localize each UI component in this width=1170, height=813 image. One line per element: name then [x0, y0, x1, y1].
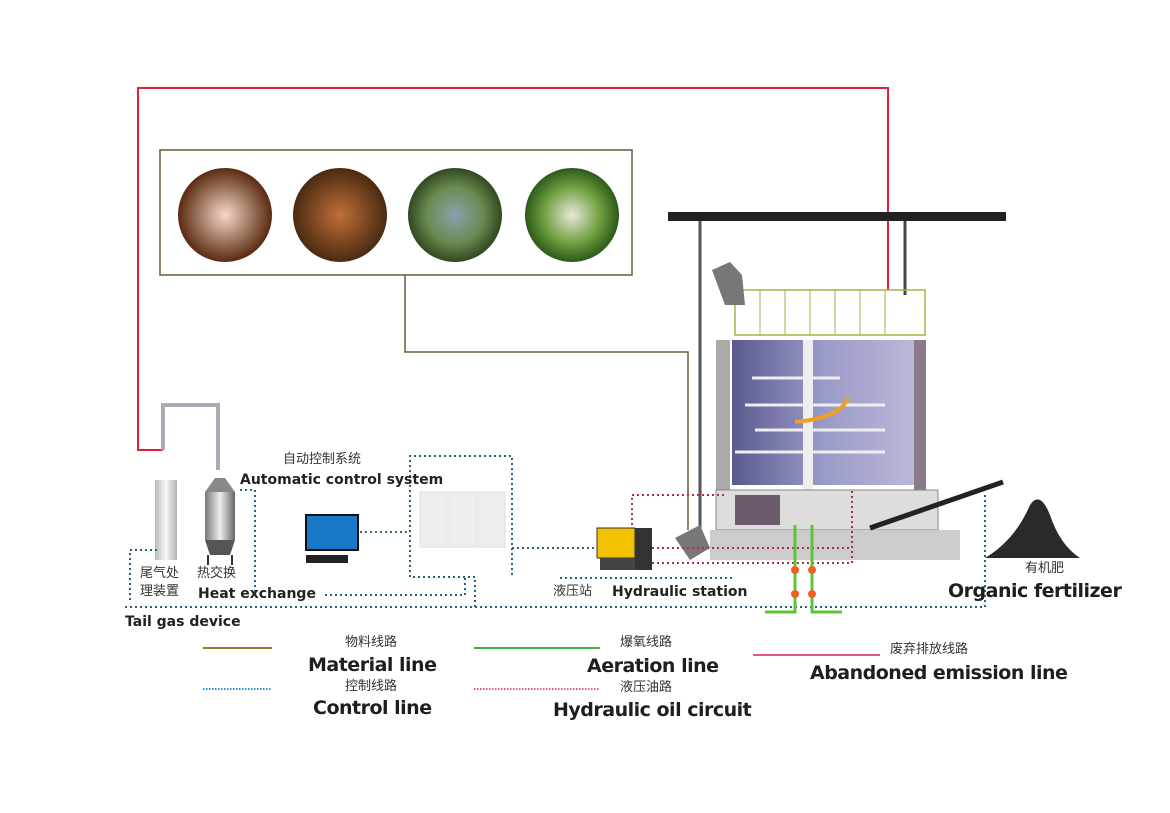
tail-gas-tower — [155, 403, 220, 560]
heat-exchange-label-en: Heat exchange — [198, 586, 316, 602]
heat-exchanger — [205, 478, 235, 565]
legend-material-cn: 物料线路 — [345, 635, 398, 650]
legend-emission-cn: 废弃排放线路 — [890, 642, 969, 657]
organic-fertilizer-label-cn: 有机肥 — [1025, 561, 1065, 576]
fermenter-tank — [668, 212, 1006, 560]
legend-control-en: Control line — [313, 697, 432, 719]
hydraulic-station-label-cn: 液压站 — [553, 584, 593, 599]
control-cabinet-icon — [419, 491, 506, 548]
legend-hydraulic-en: Hydraulic oil circuit — [553, 699, 752, 721]
legend-emission-en: Abandoned emission line — [810, 662, 1068, 684]
tail-gas-label-cn-1: 尾气处 — [140, 566, 180, 581]
computer-icon — [305, 514, 359, 563]
legend-aeration-cn: 爆氧线路 — [620, 635, 673, 650]
material-line — [404, 275, 689, 530]
hydraulic-station-icon — [596, 527, 652, 570]
hydraulic-oil-lines — [631, 490, 853, 564]
cattle-photo — [408, 168, 502, 262]
auto-control-label-cn: 自动控制系统 — [283, 452, 362, 467]
legend-aeration-en: Aeration line — [587, 655, 719, 677]
aeration-lines — [765, 525, 842, 614]
tail-gas-label-cn-2: 理装置 — [140, 584, 180, 599]
emission-line — [137, 87, 889, 451]
pigs-photo — [178, 168, 272, 262]
tail-gas-label-en: Tail gas device — [125, 614, 241, 630]
sheep-photo — [525, 168, 619, 262]
control-lines — [125, 455, 986, 608]
legend-hydraulic-cn: 液压油路 — [620, 680, 673, 695]
legend-material-en: Material line — [308, 654, 437, 676]
auto-control-label-en: Automatic control system — [240, 472, 444, 488]
fertilizer-pile-icon — [985, 499, 1080, 558]
heat-exchange-label-cn: 热交换 — [197, 566, 237, 581]
legend-control-cn: 控制线路 — [345, 679, 398, 694]
chickens-photo — [293, 168, 387, 262]
hydraulic-station-label-en: Hydraulic station — [612, 584, 748, 600]
organic-fertilizer-label-en: Organic fertilizer — [948, 580, 1122, 602]
